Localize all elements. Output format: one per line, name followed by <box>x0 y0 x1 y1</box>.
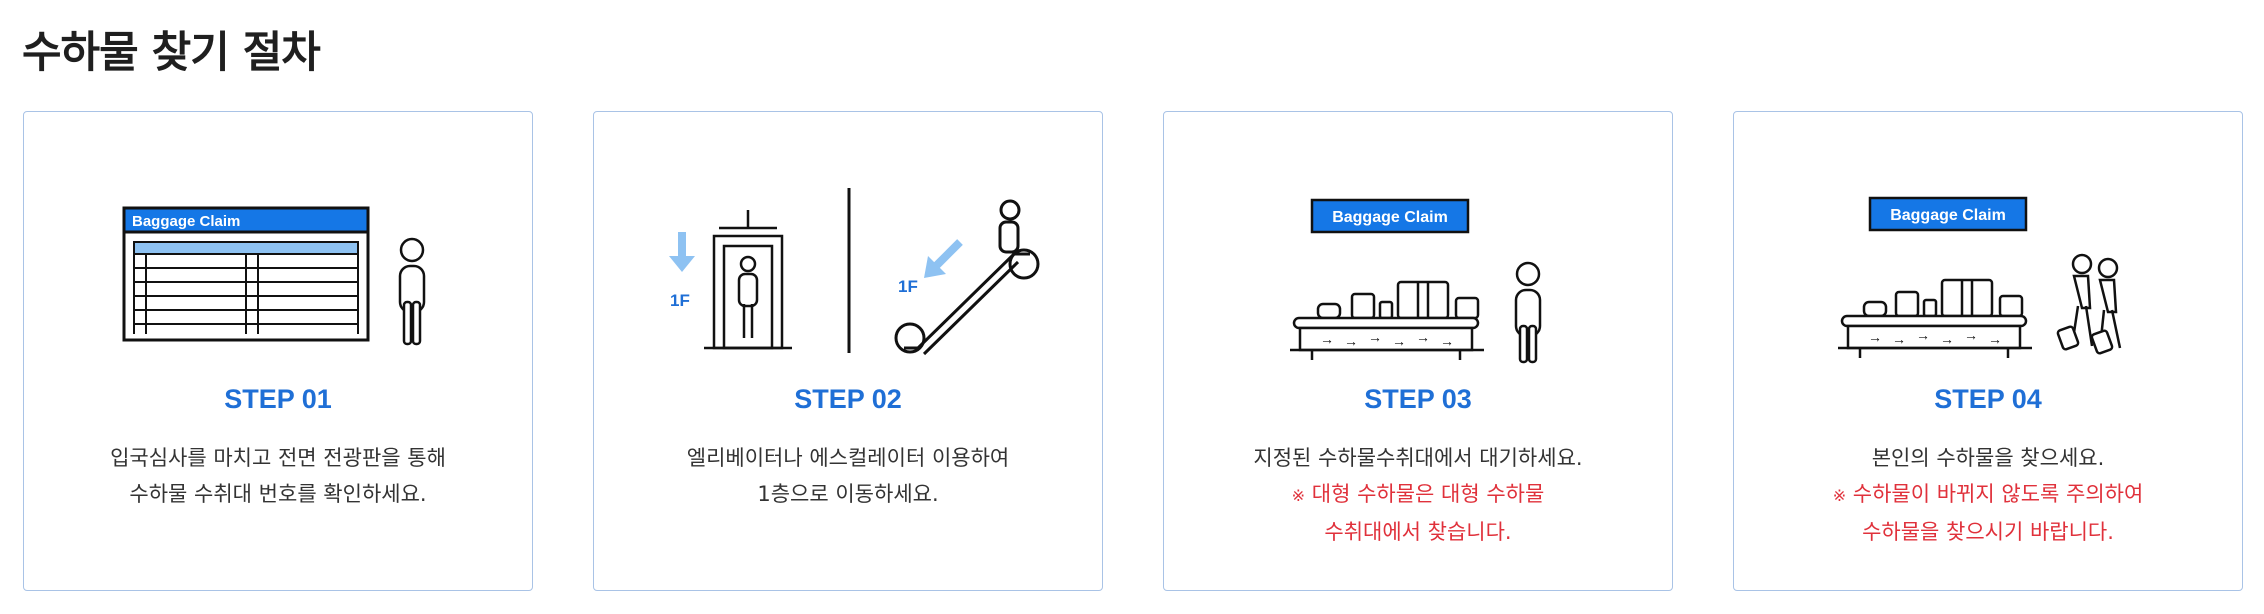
svg-text:Baggage Claim: Baggage Claim <box>1332 209 1448 226</box>
board-label: Baggage Claim <box>132 213 240 230</box>
step-cards: Baggage Claim STEP 01 입국 <box>23 111 2243 591</box>
carousel-icon <box>1838 278 2032 358</box>
warning-note: ※ 대형 수하물은 대형 수하물 <box>1291 482 1545 506</box>
step-card-3: Baggage Claim → → → → → → <box>1163 111 1673 591</box>
svg-text:Baggage Claim: Baggage Claim <box>1890 207 2006 224</box>
desc-line: 엘리베이터나 에스컬레이터 이용하여 <box>686 446 1010 470</box>
step-label: STEP 01 <box>224 384 332 414</box>
diagonal-arrow-icon <box>924 239 963 278</box>
escalator-icon <box>894 199 1040 356</box>
svg-text:→: → <box>1320 331 1334 347</box>
step-description: 지정된 수하물수취대에서 대기하세요. ※ 대형 수하물은 대형 수하물 수취대… <box>1164 440 1672 550</box>
desc-line: 1층으로 이동하세요. <box>757 482 939 506</box>
desc-line: 지정된 수하물수취대에서 대기하세요. <box>1253 446 1583 470</box>
svg-text:→: → <box>1392 333 1406 349</box>
baggage-board-illustration: Baggage Claim <box>122 206 426 346</box>
step-description: 엘리베이터나 에스컬레이터 이용하여 1층으로 이동하세요. <box>594 440 1102 512</box>
step-description: 입국심사를 마치고 전면 전광판을 통해 수하물 수취대 번호를 확인하세요. <box>24 440 532 512</box>
step-card-1: Baggage Claim STEP 01 입국 <box>23 111 533 591</box>
elevator-icon <box>704 210 792 350</box>
svg-text:→: → <box>1892 331 1906 347</box>
conveyor-arrows: → → → → → → <box>1320 329 1454 349</box>
svg-text:→: → <box>1344 333 1358 349</box>
warning-note: 수하물을 찾으시기 바랍니다. <box>1862 520 2114 544</box>
svg-text:→: → <box>1940 331 1954 347</box>
page-title: 수하물 찾기 절차 <box>22 28 321 78</box>
svg-text:→: → <box>1988 331 2002 347</box>
person-icon <box>398 237 426 346</box>
step-label: STEP 02 <box>794 384 902 414</box>
desc-line: 입국심사를 마치고 전면 전광판을 통해 <box>110 446 446 470</box>
claim-baggage-illustration: Baggage Claim → → → → → → <box>1838 196 2122 358</box>
floor-label: 1F <box>670 291 690 310</box>
floor-label: 1F <box>898 277 918 296</box>
svg-text:→: → <box>1964 327 1978 343</box>
desc-line: 수하물 수취대 번호를 확인하세요. <box>129 482 427 506</box>
elevator-escalator-illustration: 1F 1F <box>669 188 1040 356</box>
conveyor-arrows: → → → → → → <box>1868 327 2002 347</box>
down-arrow-icon <box>669 232 695 272</box>
carousel-icon <box>1290 280 1484 360</box>
warning-note: ※ 수하물이 바뀌지 않도록 주의하여 <box>1832 482 2144 506</box>
desc-line: 본인의 수하물을 찾으세요. <box>1871 446 2105 470</box>
svg-text:→: → <box>1868 329 1882 345</box>
baggage-carousel-illustration: Baggage Claim → → → → → → <box>1290 198 1542 364</box>
svg-text:→: → <box>1440 333 1454 349</box>
person-icon <box>1514 261 1542 364</box>
baggage-claim-sign: Baggage Claim <box>1868 196 2028 232</box>
step-label: STEP 03 <box>1364 384 1472 414</box>
step-card-2: 1F 1F <box>593 111 1103 591</box>
step-label: STEP 04 <box>1934 384 2042 414</box>
svg-text:→: → <box>1916 327 1930 343</box>
warning-note: 수취대에서 찾습니다. <box>1324 520 1512 544</box>
step-card-4: Baggage Claim → → → → → → <box>1733 111 2243 591</box>
baggage-claim-sign: Baggage Claim <box>1310 198 1470 234</box>
step-description: 본인의 수하물을 찾으세요. ※ 수하물이 바뀌지 않도록 주의하여 수하물을 … <box>1734 440 2242 550</box>
walking-people-icon <box>2056 253 2122 355</box>
arrival-board-icon: Baggage Claim <box>122 206 370 342</box>
svg-text:→: → <box>1416 329 1430 345</box>
svg-text:→: → <box>1368 329 1382 345</box>
